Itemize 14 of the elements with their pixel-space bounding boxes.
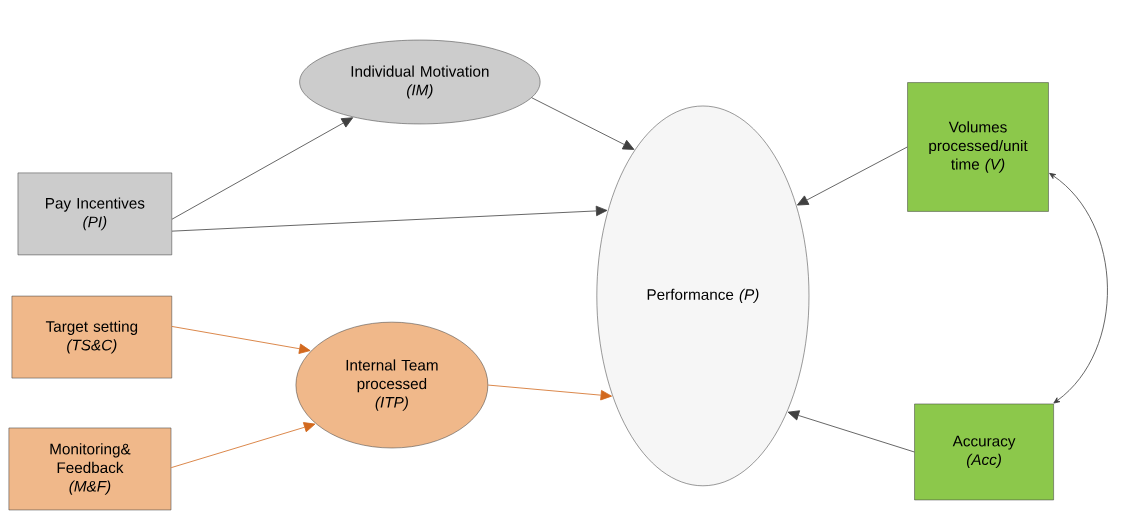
arrow — [796, 146, 908, 206]
arrow — [170, 422, 316, 469]
arrow — [787, 410, 915, 453]
arrow — [487, 384, 612, 401]
factor-box: Target setting (TS&C) — [11, 295, 173, 379]
arrow — [531, 97, 635, 150]
factor-box: Pay Incentives (PI) — [17, 172, 173, 256]
measure-box: Accuracy (Acc) — [914, 403, 1054, 501]
arrow — [1049, 172, 1108, 404]
arrow — [171, 326, 311, 354]
arrow — [171, 205, 608, 232]
measure-box: Volumes processed/unit time (V) — [907, 82, 1049, 212]
factor-box: Monitoring& Feedback (M&F) — [8, 427, 172, 511]
arrow — [171, 117, 354, 220]
